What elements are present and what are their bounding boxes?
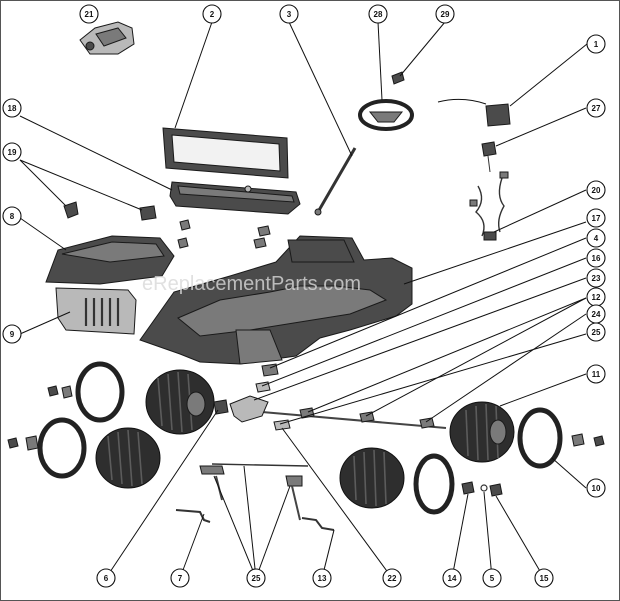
callout-label: 5 xyxy=(490,574,495,583)
callout-24: 24 xyxy=(586,304,606,324)
callout-label: 4 xyxy=(594,234,599,243)
part-9-grille xyxy=(55,287,137,335)
callout-label: 13 xyxy=(318,574,327,583)
part-2-windshield xyxy=(162,127,289,179)
callout-label: 20 xyxy=(592,186,601,195)
callout-19: 19 xyxy=(2,142,22,162)
callout-label: 15 xyxy=(540,574,549,583)
part-17-bracket xyxy=(261,363,279,377)
callout-label: 16 xyxy=(592,254,601,263)
part-25-linkage xyxy=(199,463,309,521)
callout-27: 27 xyxy=(586,98,606,118)
callout-label: 23 xyxy=(592,274,601,283)
callout-11: 11 xyxy=(586,364,606,384)
callout-10: 10 xyxy=(586,478,606,498)
callout-label: 6 xyxy=(104,574,109,583)
callout-25-upper: 25 xyxy=(586,322,606,342)
part-13-stub-axle xyxy=(301,517,335,531)
callout-label: 27 xyxy=(592,104,601,113)
callout-2: 2 xyxy=(202,4,222,24)
part-27-switch xyxy=(481,141,497,173)
callout-15: 15 xyxy=(534,568,554,588)
callout-12: 12 xyxy=(586,287,606,307)
callout-18: 18 xyxy=(2,98,22,118)
part-7-stub-axle xyxy=(175,509,211,523)
callout-label: 9 xyxy=(10,330,15,339)
callout-label: 12 xyxy=(592,293,601,302)
callout-1: 1 xyxy=(586,34,606,54)
clips xyxy=(177,219,271,249)
callout-17: 17 xyxy=(586,208,606,228)
watermark: eReplacementParts.com xyxy=(142,273,361,295)
callout-label: 8 xyxy=(10,212,15,221)
leader-lines xyxy=(19,21,588,579)
rear-wheel-upper xyxy=(449,401,605,469)
callout-16: 16 xyxy=(586,248,606,268)
callout-7: 7 xyxy=(170,568,190,588)
callout-label: 7 xyxy=(178,574,183,583)
callout-label: 10 xyxy=(592,484,601,493)
callout-label: 14 xyxy=(448,574,457,583)
part-21-gearbox xyxy=(79,21,135,55)
part-19-latches xyxy=(63,201,157,221)
rear-axle xyxy=(229,395,447,431)
front-wheel-lower xyxy=(7,417,161,489)
callout-label: 22 xyxy=(388,574,397,583)
callout-8: 8 xyxy=(2,206,22,226)
front-wheel-upper xyxy=(47,361,229,435)
callout-22: 22 xyxy=(382,568,402,588)
callout-4: 4 xyxy=(586,228,606,248)
callout-3: 3 xyxy=(279,4,299,24)
callout-label: 18 xyxy=(8,104,17,113)
callout-28: 28 xyxy=(368,4,388,24)
callout-9: 9 xyxy=(2,324,22,344)
callout-label: 3 xyxy=(287,10,292,19)
callout-label: 17 xyxy=(592,214,601,223)
part-18-dashboard xyxy=(169,181,301,215)
callout-label: 25 xyxy=(252,574,261,583)
callout-20: 20 xyxy=(586,180,606,200)
callout-label: 2 xyxy=(210,10,215,19)
callout-label: 1 xyxy=(594,40,599,49)
callout-label: 25 xyxy=(592,328,601,337)
callout-label: 21 xyxy=(85,10,94,19)
callout-29: 29 xyxy=(435,4,455,24)
part-3-steering-rod xyxy=(314,147,357,216)
rear-wheel-lower xyxy=(339,447,503,515)
callout-6-left: 6 xyxy=(96,568,116,588)
part-20-wiring xyxy=(469,171,509,241)
vehicle-body xyxy=(139,235,413,365)
callout-label: 24 xyxy=(592,310,601,319)
callout-label: 29 xyxy=(441,10,450,19)
part-1-battery xyxy=(437,98,511,127)
callout-label: 19 xyxy=(8,148,17,157)
callout-23: 23 xyxy=(586,268,606,288)
part-28-steering-wheel xyxy=(358,99,414,131)
callout-25-lower: 25 xyxy=(246,568,266,588)
callout-label: 11 xyxy=(592,370,601,379)
callout-label: 28 xyxy=(374,10,383,19)
part-8-hood xyxy=(45,235,175,285)
callout-14: 14 xyxy=(442,568,462,588)
callout-5: 5 xyxy=(482,568,502,588)
callout-21: 21 xyxy=(79,4,99,24)
callout-13: 13 xyxy=(312,568,332,588)
